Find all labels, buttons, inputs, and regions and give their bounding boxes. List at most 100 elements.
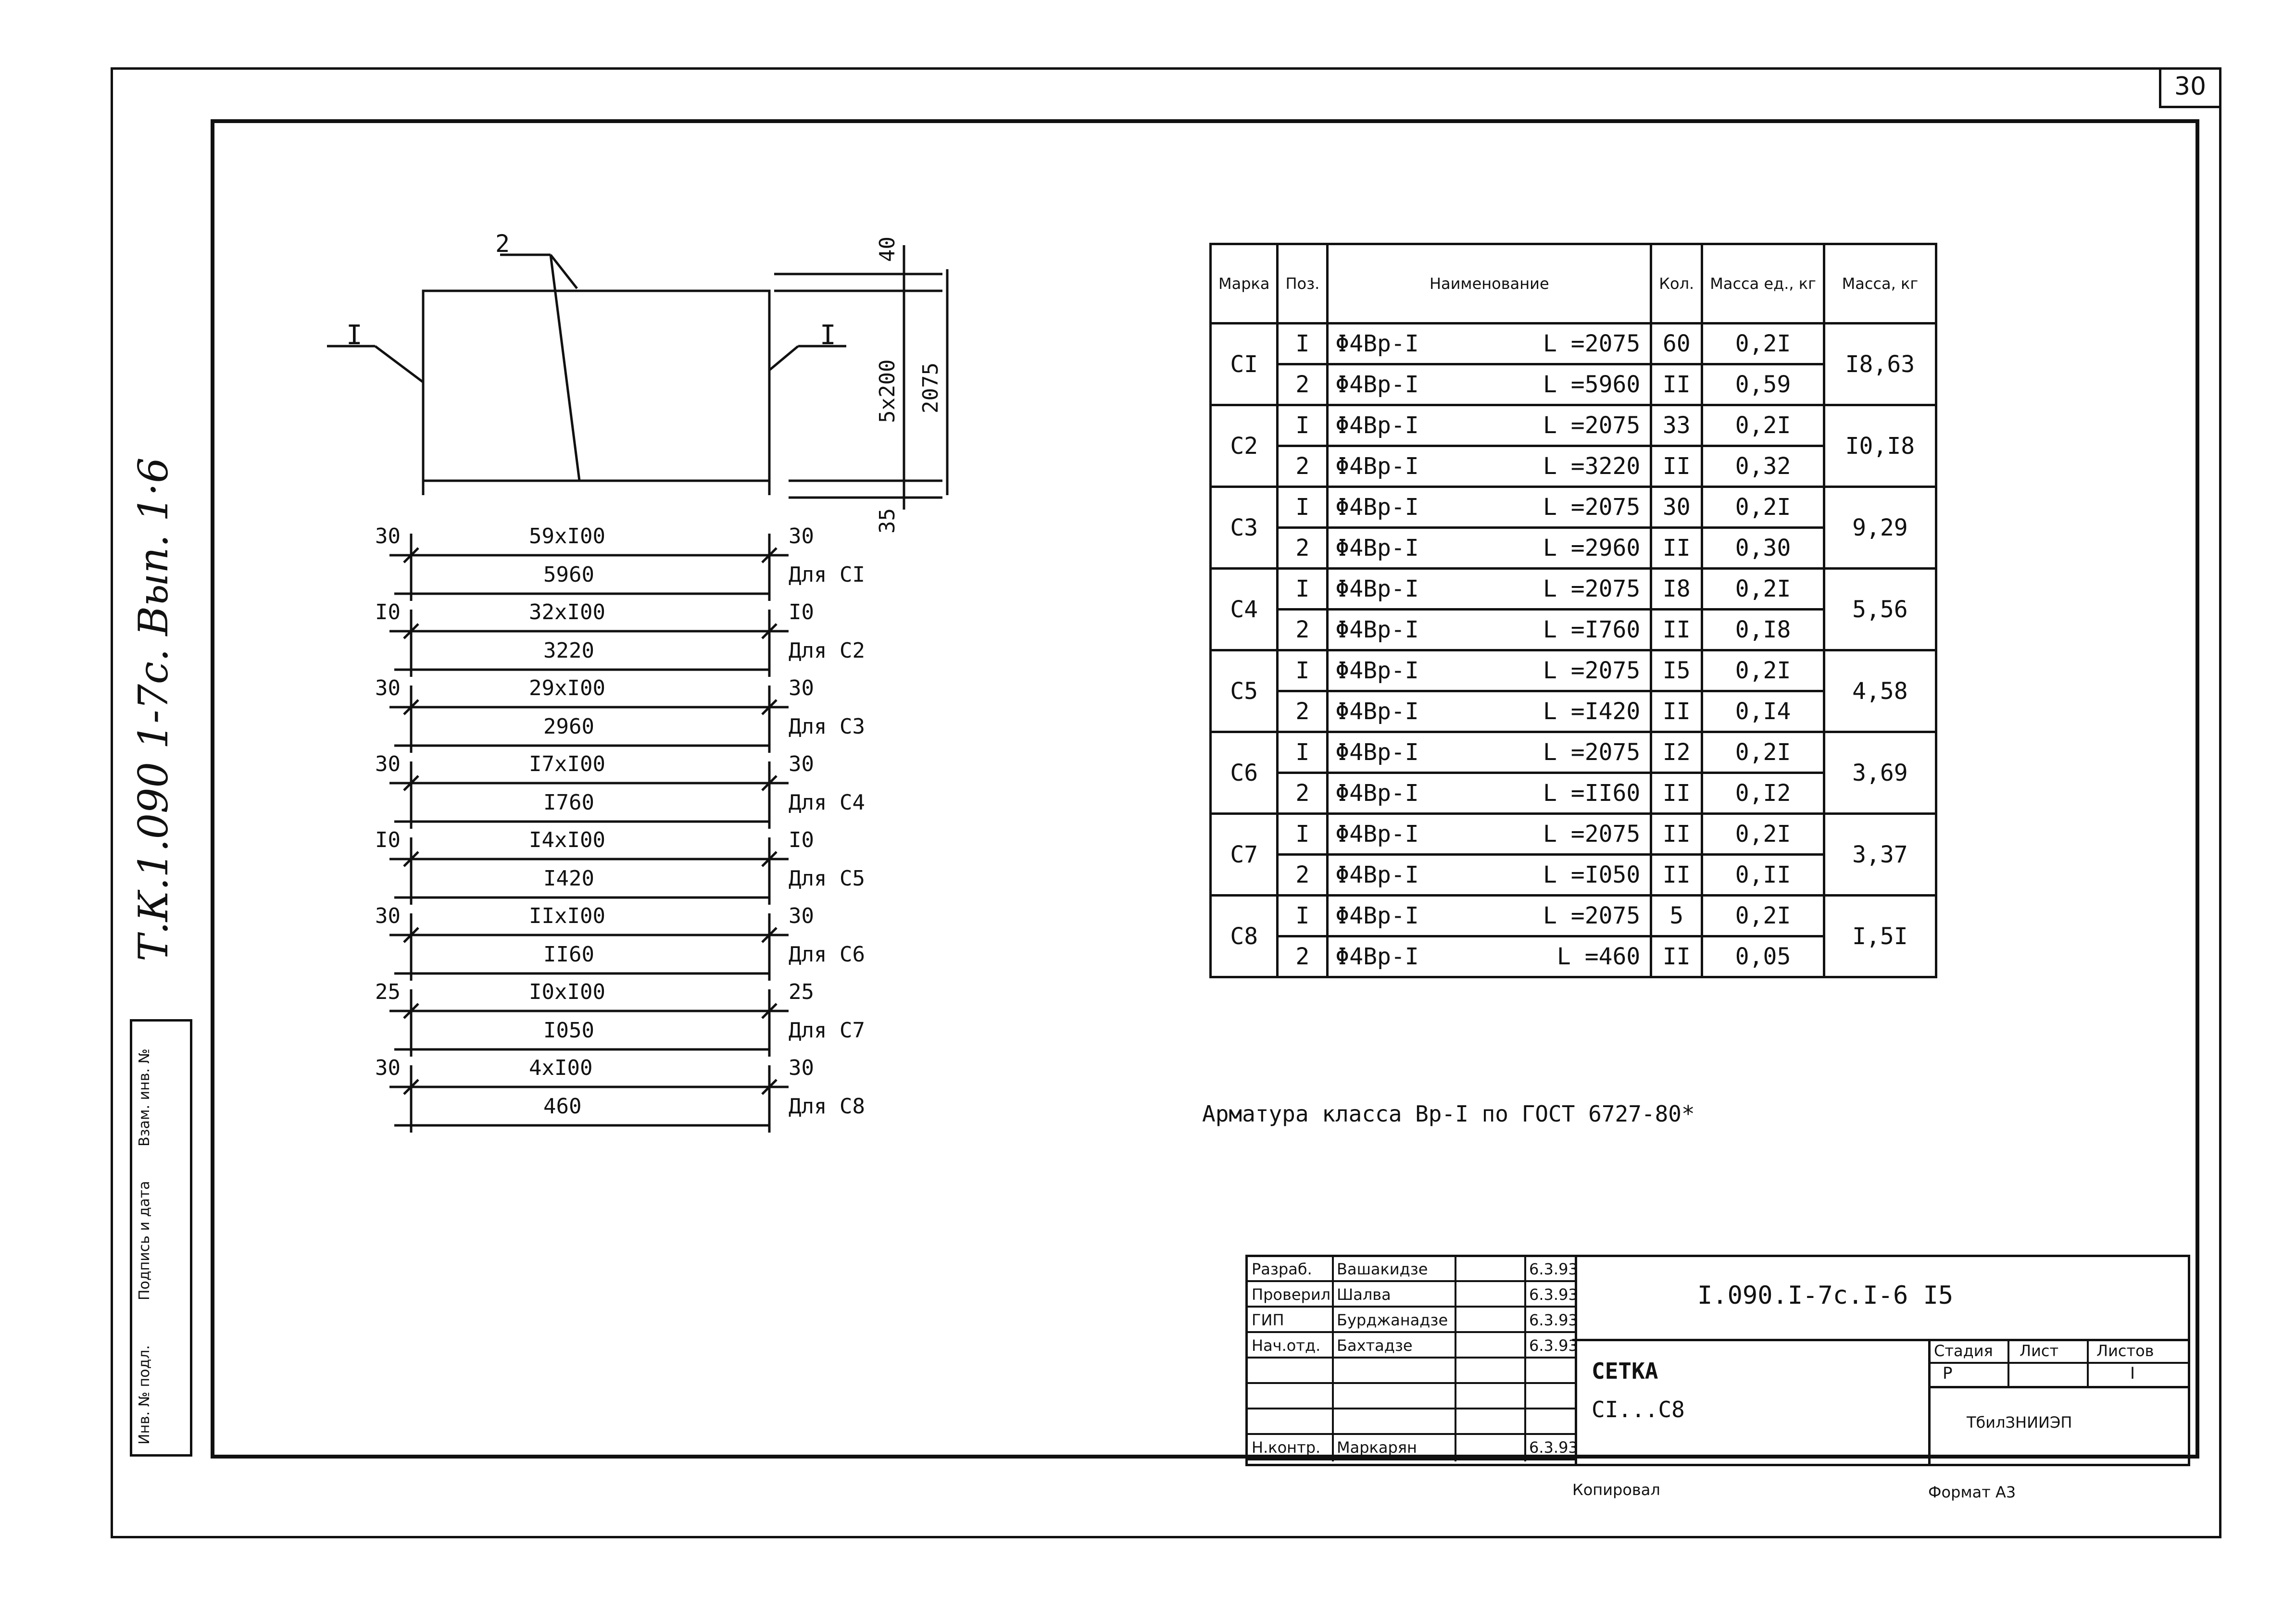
signature-role: Разраб. bbox=[1252, 1260, 1312, 1278]
spacing-label: 32xI00 bbox=[529, 600, 605, 624]
tick-mark bbox=[761, 927, 778, 943]
signature-name: Шалва bbox=[1337, 1285, 1391, 1304]
spec-table: Марка Поз. Наименование Кол. Масса ед., … bbox=[1209, 243, 1937, 978]
edge-left-dim: 30 bbox=[375, 752, 401, 776]
bar-length: L =I760 bbox=[1543, 616, 1641, 643]
bar-length: L =2075 bbox=[1543, 330, 1641, 357]
pos-cell: I bbox=[1276, 812, 1329, 856]
bar-name: Φ4Bp-I bbox=[1335, 535, 1419, 561]
qty-cell: 30 bbox=[1650, 486, 1704, 529]
bar-name: Φ4Bp-I bbox=[1335, 943, 1419, 970]
th-mark: Марка bbox=[1209, 243, 1279, 324]
edge-right-dim: 30 bbox=[789, 1056, 814, 1080]
bar-length: L =2075 bbox=[1543, 657, 1641, 684]
edge-left-dim: 30 bbox=[375, 676, 401, 700]
name-cell: Φ4Bp-I L =2075 bbox=[1326, 486, 1653, 529]
pos-cell: 2 bbox=[1276, 445, 1329, 488]
unit-mass-cell: 0,59 bbox=[1701, 363, 1825, 406]
tick-mark bbox=[761, 851, 778, 867]
total-mass-cell: 3,37 bbox=[1822, 812, 1937, 897]
bar-length: L =5960 bbox=[1543, 371, 1641, 398]
leader-1-left-label: I bbox=[346, 320, 363, 351]
bar-name: Φ4Bp-I bbox=[1335, 821, 1419, 848]
spacing-label: I4xI00 bbox=[529, 828, 605, 852]
pos-cell: 2 bbox=[1276, 363, 1329, 406]
qty-cell: II bbox=[1650, 526, 1704, 570]
qty-cell: II bbox=[1650, 772, 1704, 815]
bar-name: Φ4Bp-I bbox=[1335, 698, 1419, 725]
stage-value: Р bbox=[1943, 1364, 1953, 1383]
organization: ТбилЗНИИЭП bbox=[1967, 1413, 2072, 1432]
tick-mark bbox=[761, 1079, 778, 1095]
total-mass-cell: I,5I bbox=[1822, 894, 1937, 978]
pos-cell: 2 bbox=[1276, 853, 1329, 897]
bar-name: Φ4Bp-I bbox=[1335, 453, 1419, 480]
tick-mark bbox=[761, 623, 778, 639]
bar-length: L =2075 bbox=[1543, 575, 1641, 602]
length-label: I050 bbox=[543, 1018, 594, 1043]
mark-cell: C7 bbox=[1209, 812, 1279, 897]
bar-length: L =2075 bbox=[1543, 739, 1641, 766]
bar-name: Φ4Bp-I bbox=[1335, 412, 1419, 439]
tick-mark bbox=[403, 547, 419, 563]
document-code: I.090.I-7c.I-6 I5 bbox=[1697, 1281, 1954, 1310]
pos-cell: I bbox=[1276, 486, 1329, 529]
mesh-mark-label: Для C4 bbox=[789, 790, 865, 815]
dim-40: 40 bbox=[875, 237, 900, 262]
pos-cell: I bbox=[1276, 322, 1329, 365]
unit-mass-cell: 0,2I bbox=[1701, 322, 1825, 365]
name-cell: Φ4Bp-I L =460 bbox=[1326, 935, 1653, 978]
qty-cell: 60 bbox=[1650, 322, 1704, 365]
pos-cell: I bbox=[1276, 404, 1329, 447]
bar-length: L =I050 bbox=[1543, 861, 1641, 888]
unit-mass-cell: 0,2I bbox=[1701, 649, 1825, 692]
qty-cell: II bbox=[1650, 363, 1704, 406]
bar-name: Φ4Bp-I bbox=[1335, 739, 1419, 766]
bar-name: Φ4Bp-I bbox=[1335, 902, 1419, 929]
qty-cell: II bbox=[1650, 445, 1704, 488]
tick-mark bbox=[403, 1003, 419, 1019]
edge-left-dim: 30 bbox=[375, 1056, 401, 1080]
unit-mass-cell: 0,05 bbox=[1701, 935, 1825, 978]
signature-name: Маркарян bbox=[1337, 1438, 1417, 1457]
qty-cell: I5 bbox=[1650, 649, 1704, 692]
tick-mark bbox=[761, 699, 778, 715]
edge-right-dim: 25 bbox=[789, 980, 814, 1004]
unit-mass-cell: 0,2I bbox=[1701, 731, 1825, 774]
bar-name: Φ4Bp-I bbox=[1335, 616, 1419, 643]
edge-right-dim: 30 bbox=[789, 752, 814, 776]
name-cell: Φ4Bp-I L =I760 bbox=[1326, 608, 1653, 651]
bar-name: Φ4Bp-I bbox=[1335, 494, 1419, 521]
bar-length: L =2075 bbox=[1543, 494, 1641, 521]
spacing-label: 29xI00 bbox=[529, 676, 605, 700]
edge-right-dim: 30 bbox=[789, 524, 814, 549]
unit-mass-cell: 0,2I bbox=[1701, 486, 1825, 529]
tick-mark bbox=[403, 851, 419, 867]
leader-2-label: 2 bbox=[495, 230, 510, 258]
total-mass-cell: 3,69 bbox=[1822, 731, 1937, 815]
signature-date: 6.3.93 bbox=[1529, 1260, 1578, 1278]
name-cell: Φ4Bp-I L =2075 bbox=[1326, 731, 1653, 774]
bar-length: L =460 bbox=[1556, 943, 1641, 970]
length-label: I760 bbox=[543, 790, 594, 815]
bar-name: Φ4Bp-I bbox=[1335, 861, 1419, 888]
unit-mass-cell: 0,I2 bbox=[1701, 772, 1825, 815]
